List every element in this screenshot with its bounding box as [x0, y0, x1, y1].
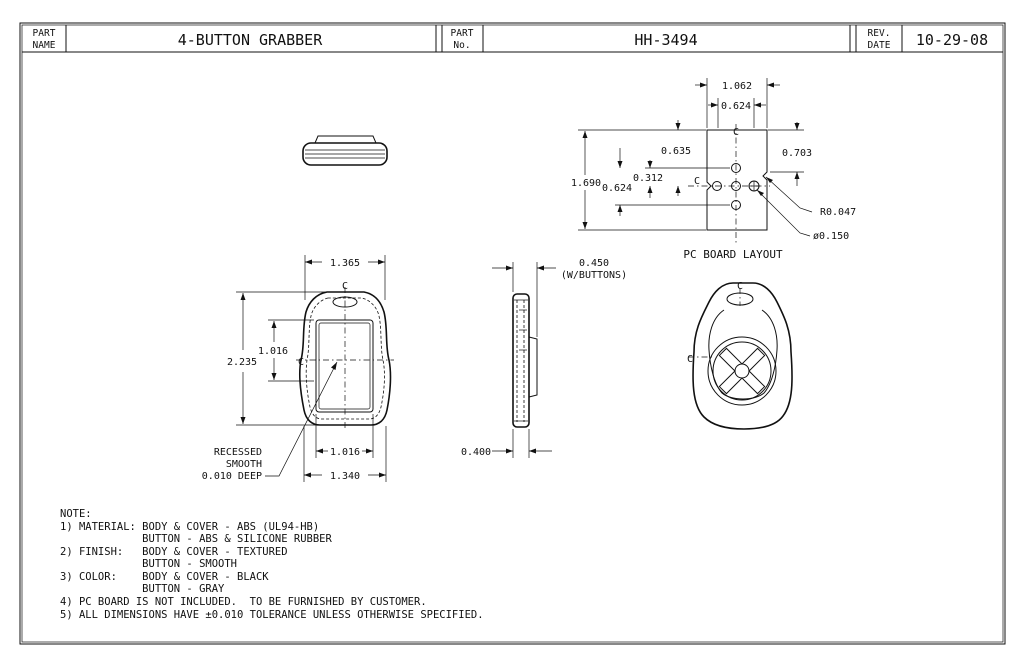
part-name-value: 4-BUTTON GRABBER	[178, 31, 323, 49]
part-no-value: HH-3494	[634, 31, 697, 49]
pcb-dim-width-outer: 1.062	[722, 81, 752, 92]
pcb-hole-bottom	[731, 200, 741, 210]
front-dim-recess-height: 1.016	[258, 346, 288, 357]
side-dim-thickness-buttons-note: (W/BUTTONS)	[561, 270, 627, 281]
iso-button-cross	[718, 347, 766, 395]
pcb-dim-height: 1.690	[571, 178, 601, 189]
rev-label-1: REV.	[868, 28, 891, 39]
pcb-dim-radius: R0.047	[820, 207, 856, 218]
top-edge-view	[302, 135, 388, 166]
front-centerline-label: C	[342, 281, 348, 292]
recess-note-line-2: SMOOTH	[226, 459, 262, 470]
notes-block: NOTE: 1) MATERIAL: BODY & COVER - ABS (U…	[60, 508, 484, 621]
recess-note-line-3: 0.010 DEEP	[202, 471, 262, 482]
side-body-outline	[512, 293, 530, 428]
inner-border	[21, 24, 1004, 643]
iso-button-ring-inner	[712, 341, 772, 401]
front-centerline-label-h: C	[298, 357, 304, 368]
side-button-profile	[528, 336, 538, 398]
side-dim-thickness-buttons: 0.450	[579, 258, 609, 269]
pcb-dim-312: 0.312	[633, 173, 663, 184]
pcb-dim-635: 0.635	[661, 146, 691, 157]
front-recess	[315, 319, 374, 413]
iso-button-ring-outer	[707, 336, 777, 406]
note-line-1: 1) MATERIAL: BODY & COVER - ABS (UL94-HB…	[60, 521, 319, 533]
title-block: PART NAME 4-BUTTON GRABBER PART No. HH-3…	[22, 25, 1003, 53]
iso-centerline-label: C	[737, 281, 743, 292]
iso-view: C C	[687, 281, 793, 430]
front-dim-height: 2.235	[227, 357, 257, 368]
iso-body-outline	[692, 282, 793, 430]
pcb-layout-view: C C 1.062 0.624 1.690	[571, 78, 856, 261]
rev-value: 10-29-08	[916, 31, 988, 49]
pcb-centerline-label-h: C	[694, 176, 700, 187]
part-name-label-1: PART	[33, 28, 56, 39]
pcb-outline	[706, 129, 768, 231]
note-line-7: 4) PC BOARD IS NOT INCLUDED. TO BE FURNI…	[60, 596, 427, 608]
note-line-3: 2) FINISH: BODY & COVER - TEXTURED	[60, 546, 288, 558]
outer-border	[19, 22, 1006, 645]
front-dim-width-top: 1.365	[330, 258, 360, 269]
side-view: 0.450 (W/BUTTONS) 0.400	[461, 258, 627, 458]
note-line-4: BUTTON - SMOOTH	[60, 558, 237, 570]
front-dim-recess-width: 1.016	[330, 447, 360, 458]
pcb-hole-left	[712, 181, 722, 191]
part-no-label-2: No.	[453, 40, 470, 51]
pcb-caption: PC BOARD LAYOUT	[683, 248, 783, 261]
rev-label-2: DATE	[868, 40, 891, 51]
note-line-6: BUTTON - GRAY	[60, 583, 225, 595]
notes-header: NOTE:	[60, 508, 92, 520]
part-name-label-2: NAME	[33, 40, 56, 51]
side-dim-thickness-body: 0.400	[461, 447, 491, 458]
note-line-8: 5) ALL DIMENSIONS HAVE ±0.010 TOLERANCE …	[60, 609, 484, 621]
pcb-hole-top	[731, 163, 741, 173]
note-line-5: 3) COLOR: BODY & COVER - BLACK	[60, 571, 269, 583]
front-dim-width-bottom: 1.340	[330, 471, 360, 482]
note-line-2: BUTTON - ABS & SILICONE RUBBER	[60, 533, 333, 545]
recess-note-line-1: RECESSED	[214, 447, 262, 458]
part-no-label-1: PART	[451, 28, 474, 39]
pcb-centerline-label: C	[733, 127, 739, 138]
pcb-hole-center	[731, 181, 741, 191]
pcb-dim-624v: 0.624	[602, 183, 632, 194]
front-body-outline	[298, 291, 392, 426]
pcb-dim-hole: ø0.150	[813, 231, 849, 242]
iso-centerline-label-h: C	[687, 354, 693, 365]
pcb-dim-703: 0.703	[782, 148, 812, 159]
front-view: C C 1.365 2.235 1.016 1.016	[202, 255, 394, 482]
pcb-dim-width-inner: 0.624	[721, 101, 751, 112]
